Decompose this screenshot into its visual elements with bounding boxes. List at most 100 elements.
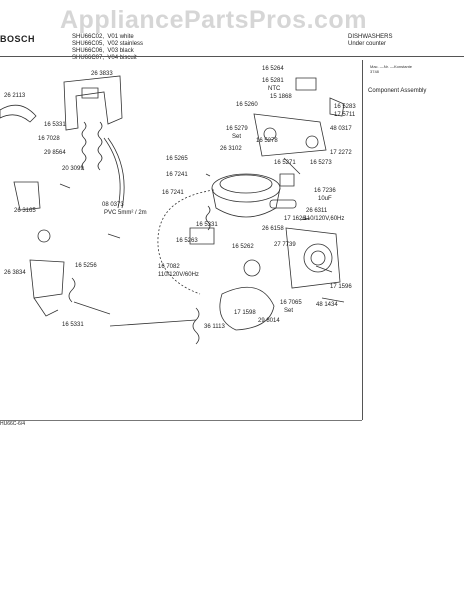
part-label: 17 1598 bbox=[234, 310, 256, 316]
part-label: Set bbox=[232, 134, 242, 140]
model-variant: V04 biscuit bbox=[107, 55, 137, 61]
bracket-slot bbox=[82, 88, 98, 98]
model-variant: V02 stainless bbox=[107, 41, 144, 47]
version-info: Mac. —Nr. —Konstante 3748 bbox=[370, 64, 412, 74]
switch-knob bbox=[264, 128, 276, 140]
brand-logo: BOSCH bbox=[0, 34, 36, 44]
model-row: SHU66C05, V02 stainless bbox=[72, 41, 143, 48]
flow-meter-part bbox=[330, 98, 344, 116]
part-label: 48 0317 bbox=[330, 126, 352, 132]
part-label: 29 8014 bbox=[258, 318, 280, 324]
hose-part bbox=[104, 138, 120, 208]
part-label: 16 7236 bbox=[314, 188, 336, 194]
part-label: 27 7739 bbox=[274, 242, 296, 248]
model-number: SHU66C07, bbox=[72, 55, 105, 61]
part-label: 17 1626 bbox=[284, 216, 306, 222]
pump-seal bbox=[244, 260, 260, 276]
diagram-footer-code: HU66C-6/4 bbox=[0, 421, 26, 427]
hose-part bbox=[108, 138, 124, 208]
part-label: 36 1113 bbox=[204, 324, 225, 330]
section-title: Component Assembly bbox=[368, 88, 427, 94]
part-label: Set bbox=[284, 308, 294, 314]
part-label: 29 8564 bbox=[44, 150, 66, 156]
inlet-valve-outlet bbox=[34, 298, 58, 316]
header-divider bbox=[0, 56, 464, 57]
model-list: SHU66C02, V01 white SHU66C05, V02 stainl… bbox=[72, 34, 143, 62]
category-block: DISHWASHERS Under counter bbox=[348, 34, 392, 48]
spring-part bbox=[206, 206, 210, 230]
small-fitting bbox=[280, 174, 294, 186]
part-label: 16 5278 bbox=[256, 138, 278, 144]
drain-pump-part bbox=[220, 287, 274, 330]
leader-lines bbox=[60, 174, 344, 302]
part-label: 16 7028 bbox=[38, 136, 60, 142]
part-label: 17 5711 bbox=[334, 112, 356, 118]
heater-port-inner bbox=[311, 251, 325, 265]
valve-part bbox=[14, 182, 40, 210]
part-label: 26 6158 bbox=[262, 226, 284, 232]
water-switch-assembly bbox=[254, 114, 326, 156]
heater-port bbox=[304, 244, 332, 272]
drain-hose-line bbox=[110, 320, 196, 326]
part-label: 16 5256 bbox=[75, 263, 97, 269]
part-label: 16 5265 bbox=[166, 156, 188, 162]
capacitor bbox=[270, 200, 296, 208]
model-row: SHU66C02, V01 white bbox=[72, 34, 143, 41]
part-label: 16 5331 bbox=[196, 222, 218, 228]
model-number: SHU66C02, bbox=[72, 34, 105, 40]
model-row: SHU66C06, V03 black bbox=[72, 48, 143, 55]
exploded-view-drawing bbox=[0, 58, 362, 418]
part-label: 16 5262 bbox=[232, 244, 254, 250]
part-label: 26 3833 bbox=[91, 71, 113, 77]
part-label: 26 2113 bbox=[4, 93, 26, 99]
part-label: 26 3834 bbox=[4, 270, 26, 276]
part-label: 16 7065 bbox=[280, 300, 302, 306]
part-label: 48 1434 bbox=[316, 302, 338, 308]
part-label: 20 3099 bbox=[62, 166, 84, 172]
part-label: 110/120V,60Hz bbox=[304, 216, 345, 222]
part-label: 17 2272 bbox=[330, 150, 352, 156]
switch-knob bbox=[306, 136, 318, 148]
spring-part bbox=[82, 122, 86, 170]
part-label: 16 5331 bbox=[62, 322, 84, 328]
valve-cap bbox=[38, 230, 50, 242]
heater-housing bbox=[286, 228, 340, 288]
pump-motor-part bbox=[190, 228, 214, 244]
door-seal-part bbox=[0, 105, 36, 122]
sump-inner bbox=[220, 175, 272, 193]
model-variant: V01 white bbox=[107, 34, 134, 40]
part-label: 16 7241 bbox=[166, 172, 188, 178]
version-line: 3748 bbox=[370, 69, 379, 74]
part-label: 16 5279 bbox=[226, 126, 248, 132]
part-label: NTC bbox=[268, 86, 281, 92]
part-label: 16 5283 bbox=[334, 104, 356, 110]
category-title: DISHWASHERS bbox=[348, 34, 393, 40]
model-number: SHU66C06, bbox=[72, 48, 105, 54]
drain-hose-bellow bbox=[193, 308, 199, 344]
part-label: 110/120V/60Hz bbox=[158, 272, 199, 278]
model-row: SHU66C07, V04 biscuit bbox=[72, 55, 143, 62]
hose-line bbox=[74, 302, 110, 314]
dashed-hose bbox=[158, 190, 214, 294]
part-label: 26 3165 bbox=[14, 208, 36, 214]
part-label: 16 7082 bbox=[158, 264, 180, 270]
part-label: 16 5260 bbox=[236, 102, 258, 108]
part-label: 26 3102 bbox=[220, 146, 242, 152]
watermark: AppliancePartsPros.com bbox=[60, 6, 367, 34]
connector-line bbox=[284, 158, 300, 174]
part-label: 17 1596 bbox=[330, 284, 352, 290]
bottom-divider bbox=[0, 420, 362, 421]
part-label: 16 5264 bbox=[262, 66, 284, 72]
part-label: 16 5271 bbox=[274, 160, 296, 166]
hose-clamp bbox=[69, 278, 75, 302]
bracket-part bbox=[64, 76, 122, 130]
sump-body bbox=[212, 188, 280, 217]
spring-part bbox=[98, 122, 102, 170]
part-label: 16 5281 bbox=[262, 78, 284, 84]
part-label: 15 1868 bbox=[270, 94, 292, 100]
part-label: 16 7241 bbox=[162, 190, 184, 196]
part-label: 16 5331 bbox=[44, 122, 66, 128]
part-label: 16 5263 bbox=[176, 238, 198, 244]
inlet-valve bbox=[30, 260, 64, 298]
